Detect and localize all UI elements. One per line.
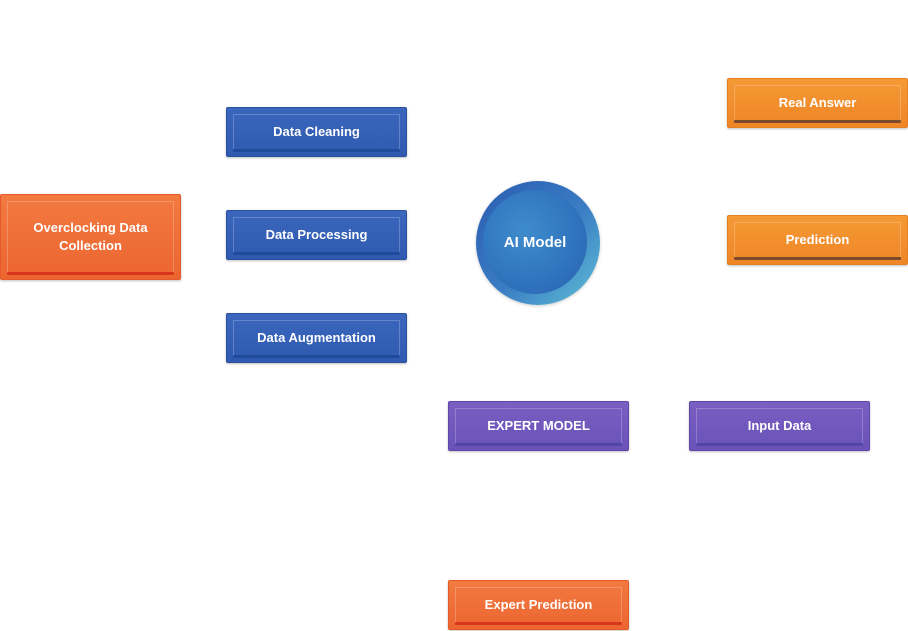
data-augmentation-label: Data Augmentation [257,330,376,345]
data-processing-label: Data Processing [265,227,368,242]
expert-model-label: EXPERT MODEL [487,418,590,433]
real-answer-node: Real Answer [727,78,908,128]
prediction-label: Prediction [785,232,850,247]
ai-model-circle: AI Model [476,181,600,305]
input-data-label: Input Data [747,418,812,433]
data-processing-node: Data Processing [226,210,407,260]
expert-prediction-node: Expert Prediction [448,580,629,630]
overclocking-data-collection-label: Overclocking Data Collection [33,220,148,253]
input-data-node: Input Data [689,401,870,451]
expert-prediction-label: Expert Prediction [484,597,593,612]
data-augmentation-node: Data Augmentation [226,313,407,363]
overclocking-data-collection-node: Overclocking Data Collection [0,194,181,280]
data-cleaning-node: Data Cleaning [226,107,407,157]
ai-model-label: AI Model [483,190,587,294]
expert-model-node: EXPERT MODEL [448,401,629,451]
data-cleaning-label: Data Cleaning [273,124,360,139]
real-answer-label: Real Answer [778,95,857,110]
prediction-node: Prediction [727,215,908,265]
